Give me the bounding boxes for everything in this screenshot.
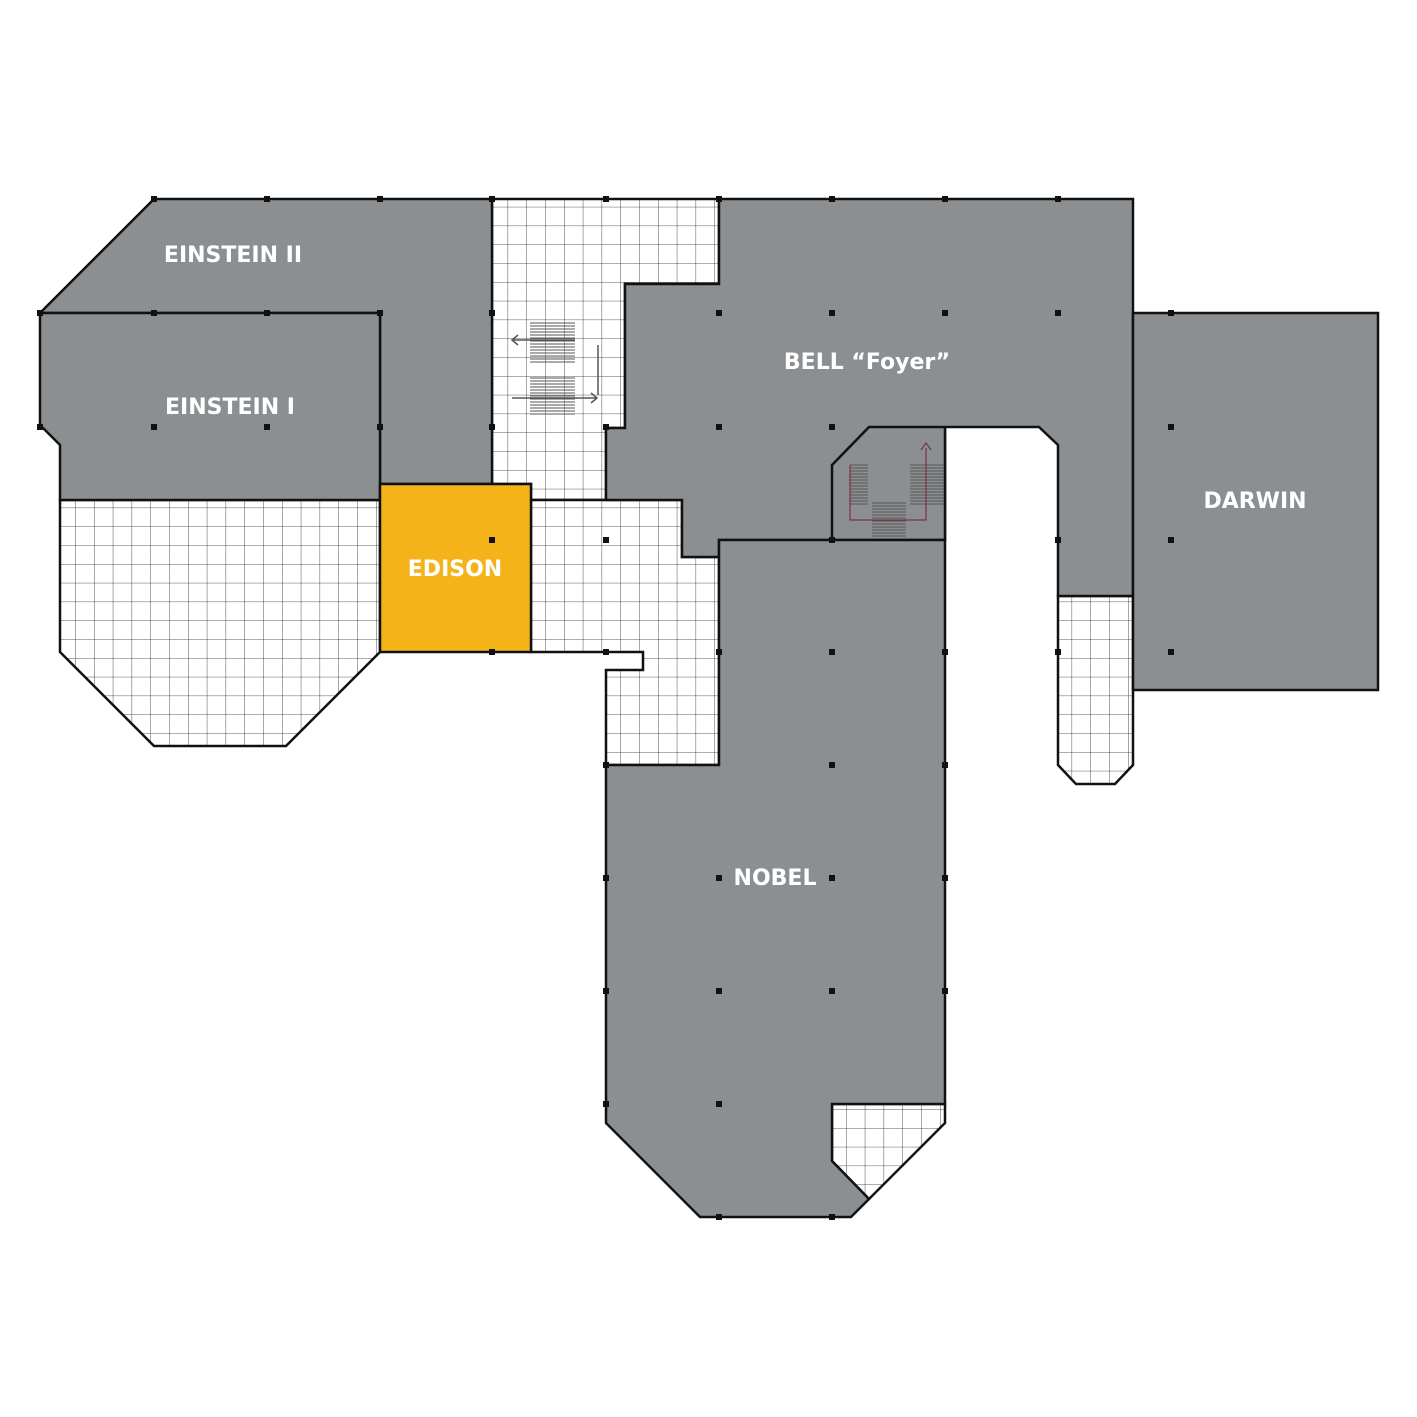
column-marker xyxy=(1055,537,1061,543)
column-marker xyxy=(716,875,722,881)
label-nobel: NOBEL xyxy=(734,866,817,891)
column-marker xyxy=(377,424,383,430)
stairs-left xyxy=(510,322,599,415)
column-marker xyxy=(489,424,495,430)
column-marker xyxy=(377,196,383,202)
column-marker xyxy=(151,310,157,316)
room-darwin[interactable] xyxy=(1131,311,1380,692)
column-marker xyxy=(264,196,270,202)
stairs-icon xyxy=(530,322,575,415)
label-einstein-i: EINSTEIN I xyxy=(165,395,295,420)
column-marker xyxy=(942,875,948,881)
column-marker xyxy=(151,424,157,430)
column-marker xyxy=(603,988,609,994)
column-marker xyxy=(264,310,270,316)
label-bell-foyer: BELL “Foyer” xyxy=(784,350,950,375)
column-marker xyxy=(942,988,948,994)
column-marker xyxy=(716,424,722,430)
column-marker xyxy=(489,649,495,655)
room-edison[interactable] xyxy=(378,482,533,654)
column-marker xyxy=(716,988,722,994)
column-marker xyxy=(829,649,835,655)
column-marker xyxy=(1168,310,1174,316)
column-marker xyxy=(829,310,835,316)
column-marker xyxy=(1055,196,1061,202)
column-marker xyxy=(489,196,495,202)
column-marker xyxy=(716,1101,722,1107)
column-marker xyxy=(603,196,609,202)
column-marker xyxy=(829,988,835,994)
column-marker xyxy=(37,310,43,316)
column-marker xyxy=(1168,649,1174,655)
column-marker xyxy=(942,310,948,316)
column-marker xyxy=(377,310,383,316)
label-darwin: DARWIN xyxy=(1203,489,1306,514)
structural-columns xyxy=(37,196,1174,1220)
column-marker xyxy=(1168,537,1174,543)
column-marker xyxy=(37,424,43,430)
room-nobel[interactable] xyxy=(604,538,947,1219)
column-marker xyxy=(1168,424,1174,430)
column-marker xyxy=(489,310,495,316)
label-edison: EDISON xyxy=(408,557,502,582)
column-marker xyxy=(716,649,722,655)
rooms xyxy=(36,197,1380,1219)
column-marker xyxy=(489,537,495,543)
column-marker xyxy=(942,649,948,655)
room-labels: EINSTEIN II EINSTEIN I EDISON BELL “Foye… xyxy=(164,243,1307,891)
column-marker xyxy=(603,424,609,430)
open-area-darwin-corridor xyxy=(1056,594,1135,786)
column-marker xyxy=(151,196,157,202)
open-areas xyxy=(58,197,1135,1201)
column-marker xyxy=(264,424,270,430)
column-marker xyxy=(716,196,722,202)
column-marker xyxy=(829,537,835,543)
column-marker xyxy=(603,537,609,543)
column-marker xyxy=(829,875,835,881)
column-marker xyxy=(829,1214,835,1220)
column-marker xyxy=(603,1101,609,1107)
column-marker xyxy=(716,1214,722,1220)
column-marker xyxy=(942,762,948,768)
column-marker xyxy=(1055,310,1061,316)
column-marker xyxy=(603,875,609,881)
column-marker xyxy=(942,196,948,202)
stairs-icon xyxy=(850,464,944,537)
label-einstein-ii: EINSTEIN II xyxy=(164,243,302,268)
column-marker xyxy=(603,649,609,655)
column-marker xyxy=(829,762,835,768)
column-marker xyxy=(829,196,835,202)
column-marker xyxy=(716,310,722,316)
column-marker xyxy=(1055,649,1061,655)
stairs-right xyxy=(849,441,944,537)
column-marker xyxy=(829,424,835,430)
column-marker xyxy=(603,762,609,768)
open-area-west-lobby xyxy=(58,498,382,748)
